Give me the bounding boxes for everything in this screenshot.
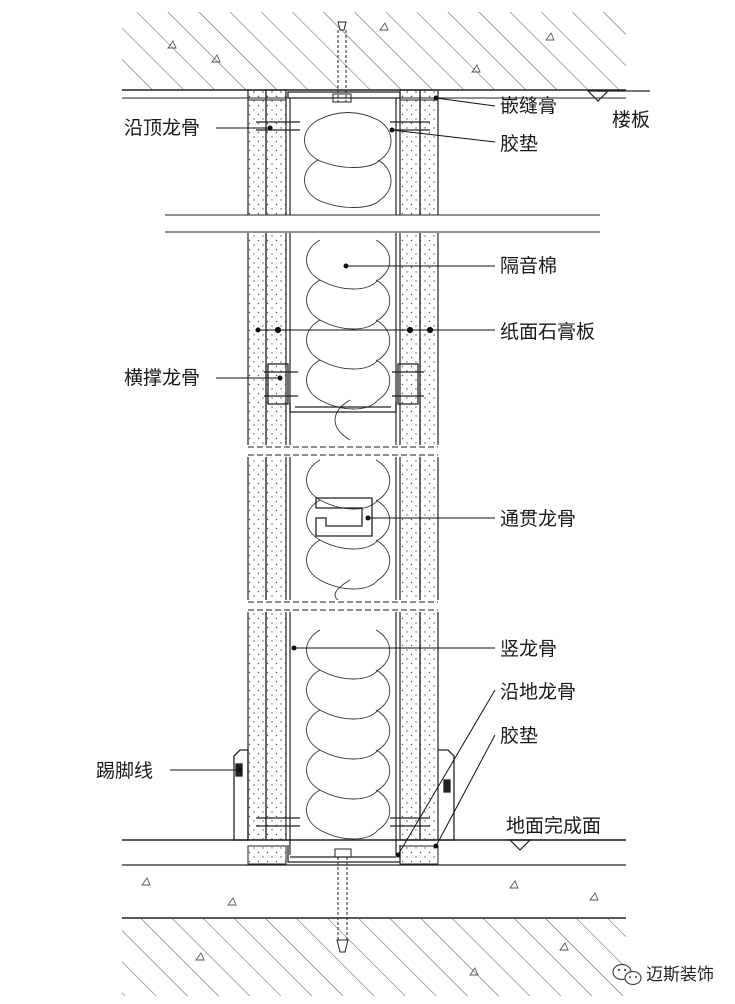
wechat-icon [612, 963, 642, 986]
through-channel [315, 497, 373, 537]
bottom-floor-slab [122, 839, 626, 996]
sound-insulation-wool [304, 112, 392, 840]
top-track [287, 91, 401, 99]
top-floor-slab [122, 12, 626, 99]
screws [256, 121, 430, 827]
break-lines [165, 214, 600, 612]
top-joint-pad-right [399, 89, 439, 101]
label-rubber-pad-top: 胶垫 [500, 133, 538, 155]
stud-lines [289, 98, 397, 855]
label-floor-track: 沿地龙骨 [500, 681, 576, 703]
anchor-bolt-bottom [334, 848, 352, 953]
label-floor-slab: 楼板 [612, 109, 650, 131]
top-joint-pad-left [247, 89, 287, 101]
watermark-text: 迈斯装饰 [646, 965, 714, 985]
label-through-channel: 通贯龙骨 [500, 508, 576, 530]
label-gypsum-board: 纸面石膏板 [500, 320, 595, 343]
label-top-track: 沿顶龙骨 [124, 117, 200, 139]
leader-lines [170, 95, 626, 858]
bottom-joint-pad-right [399, 845, 439, 865]
anchor-bolt-top [332, 21, 352, 103]
bottom-joint-pad-left [247, 845, 287, 865]
cross-brace-channel [267, 363, 419, 413]
label-vertical-stud: 竖龙骨 [500, 638, 557, 660]
watermark: 迈斯装饰 [612, 963, 714, 986]
floor-track [287, 845, 401, 863]
label-finished-floor: 地面完成面 [506, 815, 601, 837]
label-rubber-pad-bottom: 胶垫 [500, 725, 538, 747]
label-skirting: 踢脚线 [96, 760, 153, 782]
label-sound-insulation: 隔音棉 [500, 255, 557, 277]
label-cross-brace: 横撑龙骨 [124, 367, 200, 389]
gypsum-board-layers [247, 89, 439, 841]
label-joint-compound: 嵌缝膏 [500, 94, 557, 117]
